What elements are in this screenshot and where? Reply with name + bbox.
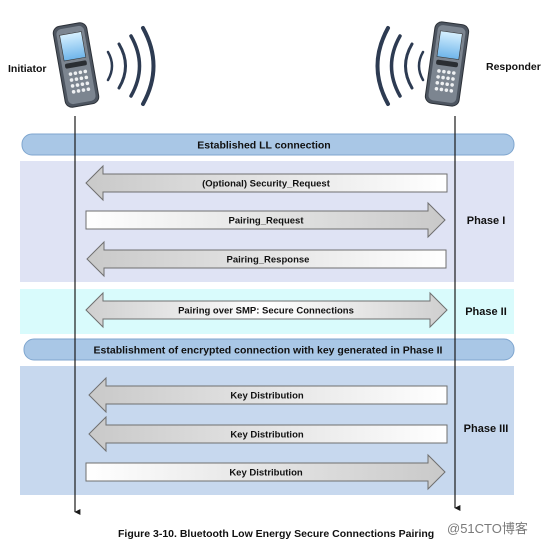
initiator-signal-waves-icon	[106, 26, 156, 106]
message-arrow-2: Pairing_Request	[85, 201, 446, 239]
figure-caption: Figure 3-10. Bluetooth Low Energy Secure…	[118, 528, 434, 540]
encryption-label: Establishment of encrypted connection wi…	[94, 345, 443, 357]
encryption-banner	[23, 338, 515, 361]
message-label-6: Key Distribution	[230, 430, 304, 441]
message-label-3: Pairing_Response	[227, 255, 310, 266]
phase-1-label: Phase I	[467, 215, 506, 227]
message-arrow-6: Key Distribution	[88, 415, 448, 453]
phase-2-label: Phase II	[465, 306, 507, 318]
initiator-phone-icon	[51, 21, 101, 109]
message-arrow-3: Pairing_Response	[86, 240, 447, 278]
ll-connection-banner	[21, 133, 515, 156]
ll-connection-label: Established LL connection	[197, 140, 330, 152]
watermark: @51CTO博客	[447, 521, 528, 536]
phase-3-label: Phase III	[464, 423, 509, 435]
message-label-5: Key Distribution	[230, 391, 304, 402]
message-arrow-1: (Optional) Security_Request	[85, 164, 448, 202]
responder-label: Responder	[486, 61, 541, 73]
message-arrow-4: Pairing over SMP: Secure Connections	[85, 291, 448, 329]
message-label-2: Pairing_Request	[229, 216, 305, 227]
message-arrow-7: Key Distribution	[85, 453, 446, 491]
message-label-7: Key Distribution	[229, 468, 303, 479]
responder-phone-icon	[423, 20, 471, 108]
message-label-1: (Optional) Security_Request	[202, 179, 331, 190]
initiator-label: Initiator	[8, 63, 47, 75]
responder-signal-waves-icon	[375, 26, 425, 106]
message-label-4: Pairing over SMP: Secure Connections	[178, 306, 354, 317]
message-arrow-5: Key Distribution	[88, 376, 448, 414]
